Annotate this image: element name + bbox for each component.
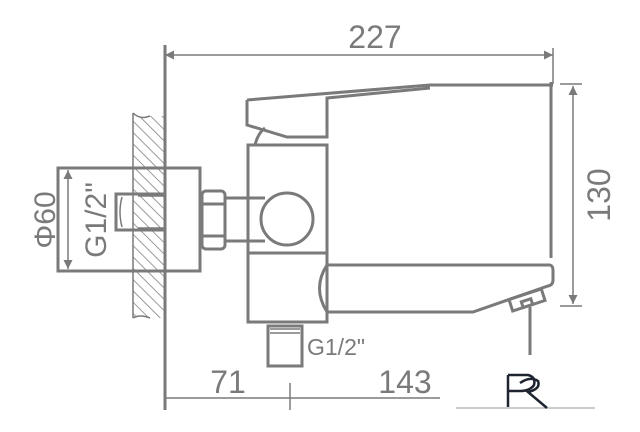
extension-line [560,83,582,307]
center-to-spout-label: 143 [378,364,431,400]
connector-pipe [225,196,265,243]
spout [318,263,555,355]
valve-body [246,143,329,324]
inlet-thread-label: G1/2" [80,182,113,258]
flange [56,166,202,273]
lever-handle [245,83,553,146]
length-dimension-label: 227 [348,19,401,55]
wall-section [132,112,165,319]
outlet-thread-label: G1/2" [307,334,365,360]
inlet-pipe [114,192,167,232]
bottom-outlet [266,324,304,368]
brand-logo [456,373,595,409]
wall-to-center-label: 71 [210,364,246,400]
flange-diameter-label: Φ60 [29,191,62,248]
hex-nut [200,189,227,251]
height-dimension-label: 130 [581,168,617,221]
